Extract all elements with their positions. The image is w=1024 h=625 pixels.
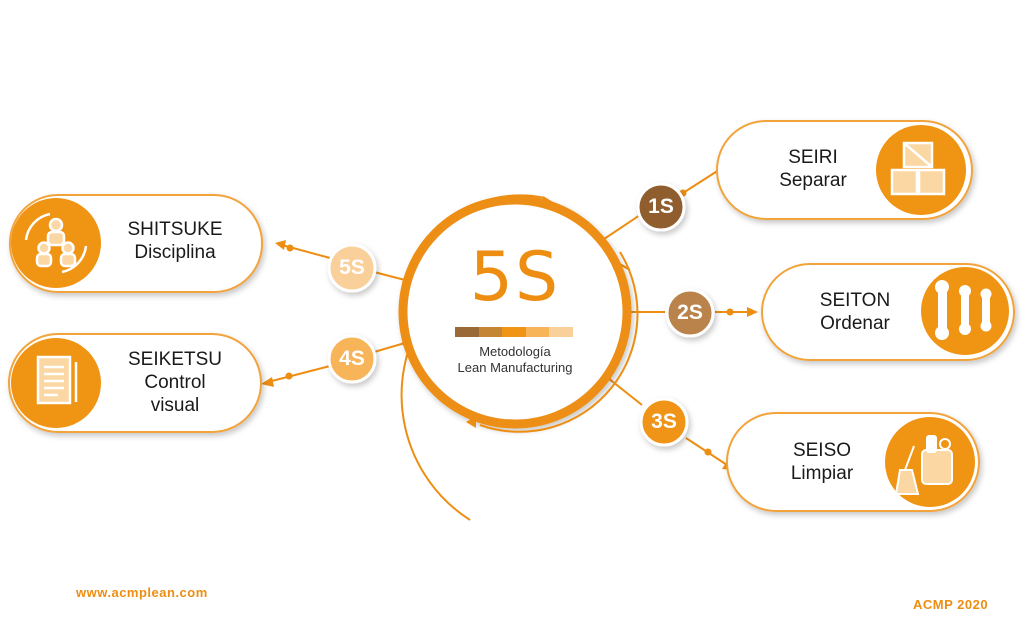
color-bar-segment: [549, 327, 573, 337]
badge-4s: 4S: [339, 347, 365, 370]
badge-5s: 5S: [339, 256, 365, 279]
badges: [327, 182, 715, 447]
seiketsu-subtitle-line2: visual: [150, 395, 200, 416]
badge-2s: 2S: [677, 301, 703, 324]
badge-1s: 1S: [648, 195, 674, 218]
color-bar-segment: [478, 327, 503, 337]
color-bar-segment: [525, 327, 550, 337]
seiso-subtitle: Limpiar: [790, 463, 854, 484]
center-hub: [398, 194, 639, 521]
seiton-subtitle: Ordenar: [820, 313, 890, 334]
seiketsu-text: SEIKETSU Control visual: [105, 348, 245, 417]
card-seiketsu: [8, 333, 262, 433]
tools-icon: [935, 280, 992, 340]
team-cycle-icon: [24, 212, 88, 274]
seiri-title: SEIRI: [788, 147, 838, 168]
card-shitsuke: [9, 194, 263, 293]
shitsuke-text: SHITSUKE Disciplina: [105, 218, 245, 264]
seiso-text: SEISO Limpiar: [757, 439, 887, 485]
cleaning-icon: [894, 435, 953, 495]
center-subtitle-line1: Metodología: [479, 344, 551, 359]
center-subtitle-line2: Lean Manufacturing: [457, 360, 573, 375]
center-title: 5S: [469, 238, 561, 317]
seiso-title: SEISO: [792, 440, 852, 461]
website-link[interactable]: www.acmplean.com: [76, 585, 208, 600]
copyright-text: ACMP 2020: [913, 597, 989, 612]
shitsuke-title: SHITSUKE: [127, 219, 223, 240]
color-bar-segment: [502, 327, 526, 337]
boxes-icon: [890, 141, 946, 196]
badge-3s: 3S: [651, 410, 677, 433]
shitsuke-subtitle: Disciplina: [134, 242, 216, 263]
seiri-subtitle: Separar: [779, 170, 847, 191]
card-seiso: [726, 412, 980, 512]
document-icon: [36, 355, 78, 405]
seiketsu-title: SEIKETSU: [128, 349, 222, 370]
card-seiri: [716, 120, 973, 220]
seiri-text: SEIRI Separar: [748, 146, 878, 192]
center-subtitle: Metodología Lean Manufacturing: [430, 344, 600, 376]
seiton-text: SEITON Ordenar: [790, 289, 920, 335]
color-bar-segment: [455, 327, 479, 337]
center-color-bar: [455, 327, 573, 337]
seiketsu-subtitle-line1: Control: [144, 372, 206, 393]
card-seiton: [761, 263, 1015, 361]
seiton-title: SEITON: [819, 290, 891, 311]
